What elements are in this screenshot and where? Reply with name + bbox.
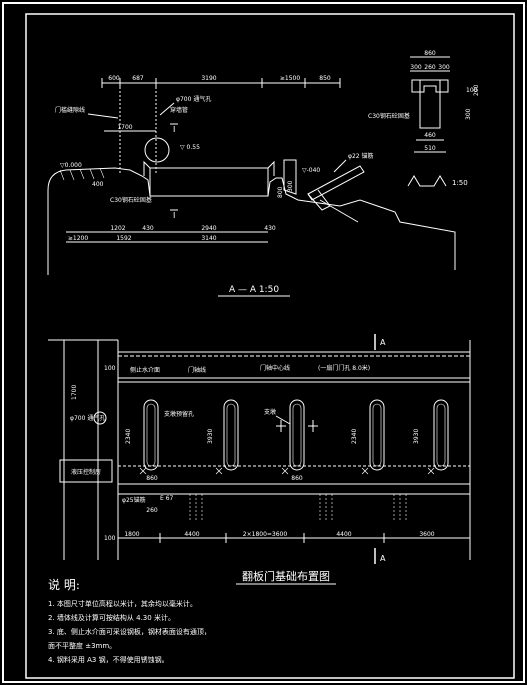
dim-top-850: 850 <box>319 75 331 82</box>
plan-door-axis-label: 门轴线 <box>188 366 206 374</box>
vent-circle <box>144 137 170 163</box>
bottom-dim-1800: 1800 <box>124 531 139 538</box>
detail-side-300: 300 <box>465 108 472 120</box>
dim-v-400: 400 <box>92 181 104 188</box>
small-dim-260: 260 <box>146 507 158 514</box>
notes-title: 说 明: <box>48 578 80 592</box>
detail-view: 860 300 260 300 C30钢石砼固基 460 510 100 200… <box>368 50 480 187</box>
dim-top-1500: ≥1500 <box>280 75 300 82</box>
dim-v-300: 300 <box>287 180 294 192</box>
hole-dim-4: 3930 <box>413 429 420 444</box>
door-leaf <box>307 165 365 201</box>
dim-top-600: 600 <box>108 75 120 82</box>
detail-profile <box>407 175 447 187</box>
drawing-border-inner <box>25 13 515 679</box>
note-item-3: 3. 底、侧止水介面可采设钢板，钢材表面设有通顶， <box>48 628 211 636</box>
plan-marker-a-top: A <box>380 338 386 347</box>
slot-5 <box>433 399 449 471</box>
detail-scale: 1:50 <box>452 179 468 187</box>
plan-title: 翻板门基础布置图 <box>242 569 330 583</box>
slot-3 <box>289 399 305 471</box>
ground-profile <box>47 167 456 275</box>
dim-b-3140: 3140 <box>201 235 216 242</box>
note-item-5: 4. 钢料采用 A3 钢，不得使用锈蚀钢。 <box>48 656 169 664</box>
section-title: A — A 1:50 <box>229 285 279 295</box>
elev-055-label: ▽ 0.55 <box>180 144 200 151</box>
detail-dim-510: 510 <box>424 145 436 152</box>
basin <box>149 167 269 197</box>
plan-door-axis-center: 门轴中心线 <box>260 364 290 372</box>
detail-block <box>419 79 441 129</box>
detail-dim-300b: 300 <box>438 64 450 71</box>
plan-label-100: 100 <box>104 365 116 372</box>
vent-label: φ700 通气孔 <box>176 95 211 103</box>
small-dim-860a: 860 <box>146 475 158 482</box>
slot-4 <box>369 399 385 471</box>
plan-side-wall-label: 侧止水介面 <box>130 366 160 374</box>
note-item-1: 1. 本图尺寸单位高程以米计，其余均以毫米计。 <box>48 600 197 608</box>
detail-c30-label: C30钢石砼固基 <box>368 112 410 120</box>
dim-1700: 1700 <box>117 124 132 131</box>
hole-dim-2: 3930 <box>207 429 214 444</box>
slot-1 <box>143 399 159 471</box>
dim-top-687: 687 <box>132 75 144 82</box>
plan-door-count: (一扇门门孔 8.0米) <box>318 364 370 372</box>
door-gap-line-label: 门槛缝隙线 <box>55 106 85 114</box>
dim-b-1200: ≥1200 <box>68 235 88 242</box>
detail-dim-460: 460 <box>424 132 436 139</box>
detail-side-100: 100 <box>466 87 478 94</box>
dim-b-430a: 430 <box>142 225 154 232</box>
bottom-dim-4400b: 4400 <box>336 531 351 538</box>
plan-vent-label: φ700 通气孔 <box>70 414 105 422</box>
bottom-dim-3600b: 3600 <box>419 531 434 538</box>
control-room-label: 液压控制房 <box>71 468 101 476</box>
elev-down-label: ▽-040 <box>302 167 320 174</box>
note-item-2: 2. 墙体线及计算可按结构从 4.30 米计。 <box>48 614 175 622</box>
hole-dim-1: 2340 <box>125 429 132 444</box>
section-marker-top: I <box>173 125 175 134</box>
plan-label-100b: 100 <box>104 535 116 542</box>
dim-top-3190: 3190 <box>201 75 216 82</box>
plan-vent-circle <box>93 411 107 425</box>
notes-block: 说 明: 1. 本图尺寸单位高程以米计，其余均以毫米计。 2. 墙体线及计算可按… <box>48 576 211 667</box>
section-view: 600 687 3190 ≥1500 850 门槛缝隙线 φ700 通气孔 穿墙… <box>47 75 456 297</box>
section-marker-bottom: I <box>173 211 175 220</box>
detail-dim-260: 260 <box>424 64 436 71</box>
anchor-label: φ22 锚筋 <box>348 152 374 160</box>
c30-concrete-label: C30钢石砼固基 <box>110 196 152 204</box>
detail-side-200: 200 <box>473 84 480 96</box>
dim-b-430b: 430 <box>264 225 276 232</box>
dim-b-1592: 1592 <box>116 235 131 242</box>
anchor-rebar-label: φ25锚筋 <box>122 496 146 504</box>
bearing-hole-label: 支墩预留孔 <box>164 410 194 418</box>
bottom-dim-3600a: 2×1800=3600 <box>243 531 288 538</box>
wall-pipe-label: 穿墙管 <box>170 106 188 114</box>
plan-view: A 100 1700 φ700 通气孔 液压控制房 100 侧止水介面 门轴线 … <box>48 334 471 585</box>
detail-dim-860: 860 <box>424 50 436 57</box>
bottom-dim-4400a: 4400 <box>184 531 199 538</box>
support-label: 支墩 <box>264 408 276 416</box>
control-room-box <box>59 459 113 483</box>
dim-b-1202: 1202 <box>110 225 125 232</box>
dim-v-800: 800 <box>277 186 284 198</box>
note-item-4: 面不平整度 ±3mm。 <box>48 642 117 650</box>
slot-2 <box>223 399 239 471</box>
level-zero-label: ▽0.000 <box>60 162 82 169</box>
small-dim-860b: 860 <box>291 475 303 482</box>
hole-dim-3: 2340 <box>351 429 358 444</box>
plan-marker-a-bottom: A <box>380 554 386 563</box>
plan-left-wall <box>63 339 99 560</box>
plan-dim-1700: 1700 <box>71 385 78 400</box>
left-label-e67: E 67 <box>160 495 174 502</box>
detail-dim-300a: 300 <box>410 64 422 71</box>
dim-b-2940: 2940 <box>201 225 216 232</box>
